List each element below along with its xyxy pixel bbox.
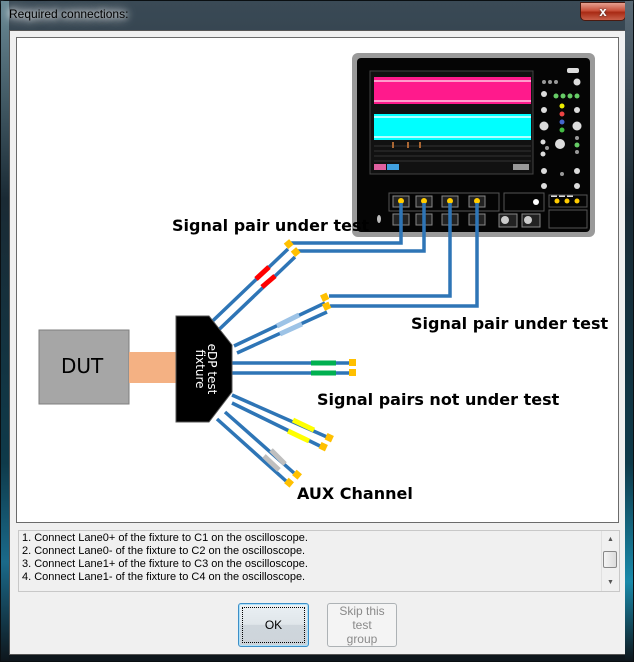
scope-channel-c3 bbox=[447, 198, 453, 204]
instruction-item: 4. Connect Lane1- of the fixture to C4 o… bbox=[22, 571, 306, 583]
fixture-label: eDP test fixture bbox=[192, 339, 219, 399]
connector bbox=[349, 369, 356, 376]
instruction-item: 3. Connect Lane1+ of the fixture to C3 o… bbox=[22, 558, 308, 570]
connector bbox=[292, 469, 302, 480]
connector bbox=[349, 359, 356, 366]
dut-label: DUT bbox=[61, 354, 104, 378]
lane1-band bbox=[278, 321, 304, 337]
close-button[interactable]: x bbox=[580, 2, 626, 21]
instructions-scrollbar[interactable]: ▲ ▼ bbox=[601, 531, 619, 591]
scope-channel-c4 bbox=[474, 198, 480, 204]
connection-diagram: DUT eDP test fixture Signal pair under t… bbox=[16, 37, 619, 523]
label-signal-pairs-not-under-test: Signal pairs not under test bbox=[317, 390, 560, 409]
oscilloscope bbox=[352, 53, 595, 237]
aux-band bbox=[262, 454, 281, 472]
connector bbox=[318, 442, 328, 452]
skip-label-line1: Skip this test bbox=[339, 604, 385, 632]
scroll-up-icon[interactable]: ▲ bbox=[607, 536, 614, 543]
lane3-band bbox=[286, 428, 311, 444]
fixture-label-line1: eDP test bbox=[205, 343, 219, 395]
connector bbox=[284, 477, 294, 488]
lane3-band bbox=[291, 417, 316, 433]
connector bbox=[283, 239, 294, 249]
label-aux-channel: AUX Channel bbox=[297, 484, 413, 503]
label-signal-pair-under-test-2: Signal pair under test bbox=[411, 314, 609, 333]
ribbon-cable bbox=[129, 352, 177, 383]
scope-cables bbox=[291, 203, 479, 308]
ok-label: OK bbox=[264, 618, 283, 632]
scroll-down-icon[interactable]: ▼ bbox=[607, 579, 614, 586]
skip-label-line2: group bbox=[346, 632, 378, 646]
connector bbox=[290, 247, 301, 257]
window-title: Required connections: bbox=[9, 7, 129, 21]
skip-test-group-button[interactable]: Skip this test group bbox=[327, 603, 397, 647]
diagram-svg bbox=[38, 53, 595, 488]
close-icon: x bbox=[599, 4, 607, 19]
connector bbox=[320, 292, 330, 302]
dut-box bbox=[38, 329, 130, 405]
instruction-item: 2. Connect Lane0- of the fixture to C2 o… bbox=[22, 545, 306, 557]
dialog-client-area: DUT eDP test fixture Signal pair under t… bbox=[9, 30, 626, 655]
title-bar[interactable]: Required connections: x bbox=[1, 1, 634, 29]
scope-channel-c2 bbox=[421, 198, 427, 204]
instructions-list[interactable]: 1. Connect Lane0+ of the fixture to C1 o… bbox=[18, 530, 620, 592]
lane0-band bbox=[260, 274, 277, 289]
lane1-band bbox=[275, 312, 301, 329]
instruction-item: 1. Connect Lane0+ of the fixture to C1 o… bbox=[22, 532, 308, 544]
scope-trace-2 bbox=[374, 114, 531, 140]
connector bbox=[322, 301, 332, 311]
edp-fixture bbox=[175, 315, 233, 423]
focus-rect bbox=[242, 607, 305, 643]
aux-band bbox=[269, 448, 287, 466]
lane0-band bbox=[254, 265, 271, 281]
scope-channel-c1 bbox=[398, 198, 404, 204]
ok-button[interactable]: OK bbox=[238, 603, 309, 647]
scroll-thumb[interactable] bbox=[603, 551, 617, 568]
label-signal-pair-under-test-1: Signal pair under test bbox=[172, 216, 370, 235]
connector bbox=[324, 433, 334, 443]
